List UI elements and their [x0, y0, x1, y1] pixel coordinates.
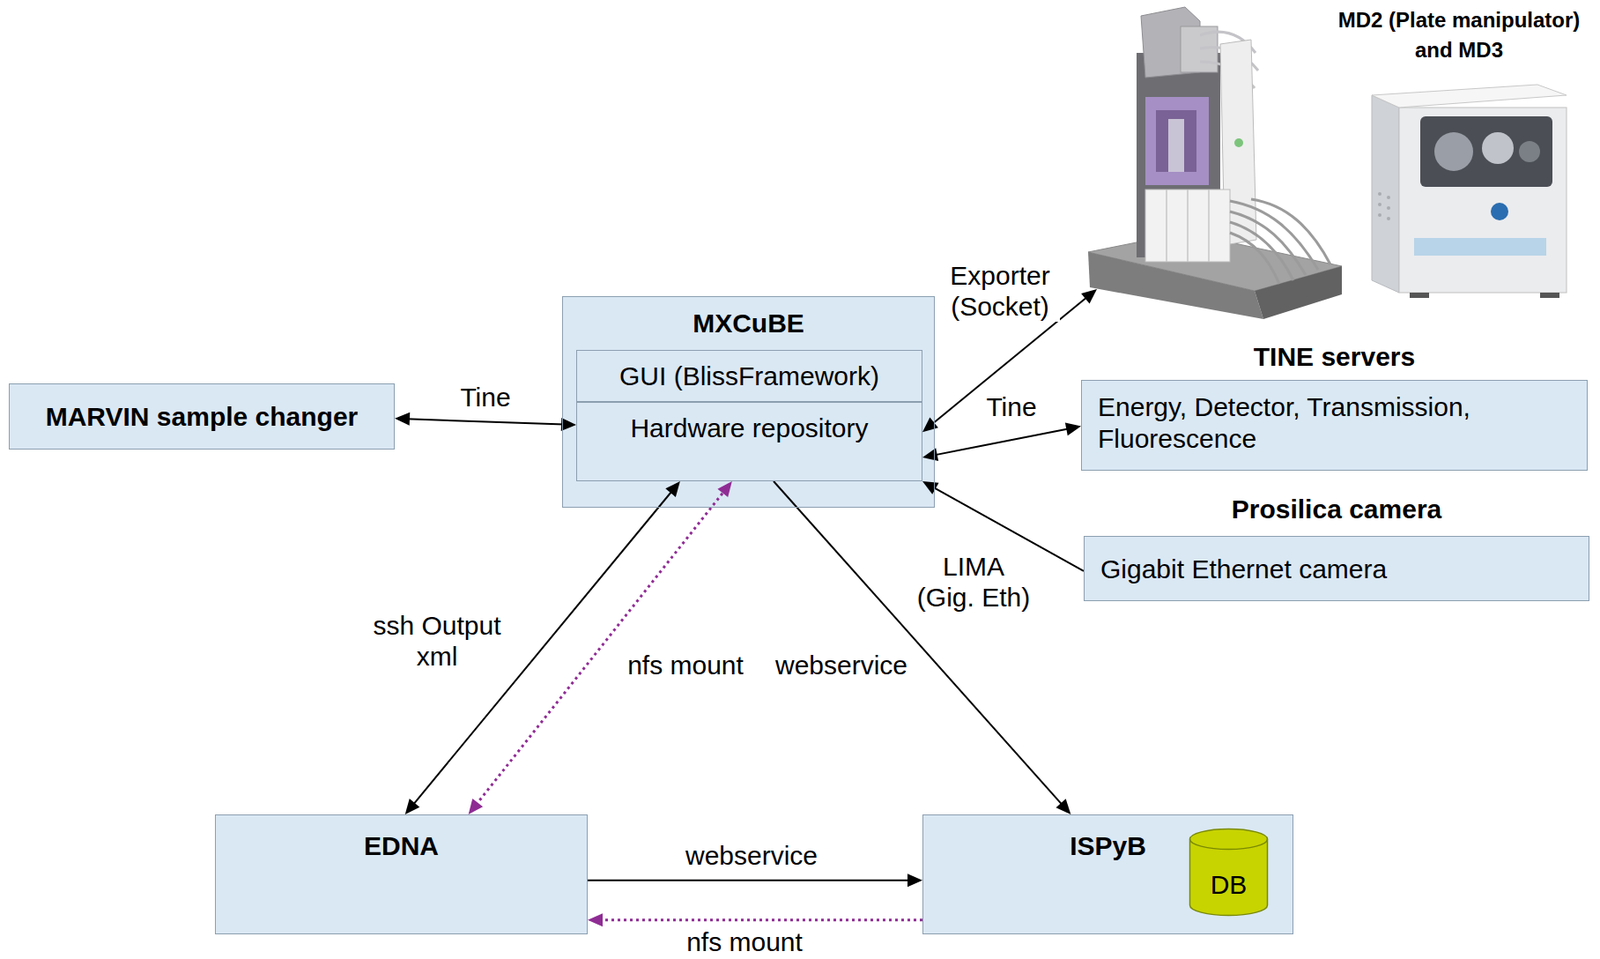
hardware-repository-box: Hardware repository [576, 401, 923, 482]
mxcube-box: MXCuBE GUI (BlissFramework) Hardware repos… [562, 296, 935, 508]
edge-label: Tine [983, 391, 1039, 423]
box-title: MXCuBE [562, 308, 934, 339]
md3-left-side [1371, 95, 1400, 293]
md2-cabinet-seams [1166, 189, 1209, 262]
connector [773, 481, 1063, 806]
gui-box: GUI (BlissFramework) [576, 349, 923, 402]
arrowhead [922, 481, 940, 495]
camera-box: Prosilica cameraGigabit Ethernet camera [1083, 535, 1590, 601]
md3-lens [1481, 132, 1514, 164]
md2-cabinet [1145, 189, 1230, 262]
ispyb-box: ISPyBDB [922, 814, 1294, 934]
edge-label: ssh Output xml [366, 609, 508, 672]
arrowhead [922, 447, 939, 461]
md3-logo [1490, 202, 1509, 221]
md3-collimator [1518, 140, 1541, 163]
granite-base-side [1254, 266, 1342, 319]
arrowhead [468, 798, 483, 815]
edge-label: LIMA (Gig. Eth) [914, 550, 1034, 613]
edge-label: webservice [772, 649, 911, 681]
box-label: GUI (BlissFramework) [582, 361, 917, 392]
database-cylinder: DB [1188, 827, 1269, 917]
arrowhead [587, 912, 603, 926]
dotted-connector [600, 918, 923, 921]
box-label: Energy, Detector, Transmission, Fluoresc… [1097, 391, 1571, 455]
md2-optics [1168, 118, 1185, 172]
cylinder-rim [1190, 838, 1268, 850]
arrowhead [717, 481, 732, 497]
md2-lit-section [1145, 96, 1209, 186]
arrowhead [1081, 288, 1097, 304]
md2-lit-inner [1155, 110, 1197, 172]
device-heading: MD2 (Plate manipulator) and MD3 [1326, 5, 1592, 66]
md3-top [1371, 84, 1567, 108]
md3-window [1420, 116, 1553, 187]
group-heading: TINE servers [1081, 341, 1587, 372]
edge-label: nfs mount [683, 925, 806, 957]
diffractometer-group: MD2 (Plate manipulator) and MD3 [1096, 5, 1595, 300]
md2-diffractometer [1088, 7, 1342, 319]
database-label: DB [1188, 869, 1269, 900]
edna-box: EDNA [214, 814, 588, 934]
arrowhead [665, 481, 681, 497]
edge-label: Exporter (Socket) [940, 259, 1060, 322]
edge-label: webservice [682, 839, 821, 871]
arrowhead [1065, 422, 1082, 436]
edge-label: nfs mount [624, 649, 747, 681]
box-title: MARVIN sample changer [16, 401, 387, 432]
md2-cables [1229, 199, 1331, 284]
box-label: Hardware repository [582, 413, 917, 444]
edge-label: Tine [457, 381, 513, 413]
md3-vent [1377, 192, 1391, 221]
box-label: Gigabit Ethernet camera [1100, 554, 1573, 585]
connector [407, 418, 565, 424]
arrowhead [394, 412, 410, 426]
sample-changer-box: MARVIN sample changer [8, 383, 395, 450]
arrowhead [1055, 798, 1071, 815]
tine-servers-box: TINE serversEnergy, Detector, Transmissi… [1081, 379, 1588, 471]
box-title: EDNA [215, 830, 587, 861]
md3-foot [1409, 292, 1430, 298]
md2-status-light [1234, 138, 1244, 148]
md3-front [1399, 107, 1567, 293]
arrowhead [922, 417, 939, 433]
connector [587, 879, 911, 882]
connector [933, 428, 1069, 455]
arrowhead [907, 873, 923, 887]
group-heading: Prosilica camera [1084, 494, 1589, 525]
md3-foot [1540, 292, 1560, 298]
md3-blue-panel [1414, 237, 1547, 256]
box-fill [562, 296, 935, 508]
arrowhead [405, 798, 421, 815]
dotted-connector [475, 490, 725, 806]
md3-goniometer [1434, 132, 1474, 171]
md3-diffractometer [1371, 84, 1567, 298]
arrowhead [561, 417, 577, 431]
